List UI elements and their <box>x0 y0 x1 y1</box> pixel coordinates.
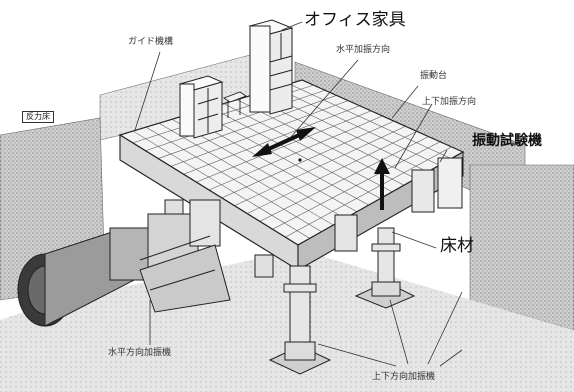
grid-line <box>247 131 418 214</box>
grid-line <box>234 126 406 206</box>
pit-floor <box>0 250 574 392</box>
leader-lines <box>134 21 463 367</box>
label-vertical-actuator: 上下方向加振機 <box>372 372 436 382</box>
vertical-actuator-center <box>268 265 332 375</box>
horizontal-actuator <box>17 199 231 327</box>
vertical-direction-arrow <box>374 158 390 210</box>
grid-line <box>221 120 395 199</box>
grid-line <box>275 87 440 166</box>
grid-line <box>285 146 452 238</box>
label-horizontal-actuator: 水平方向加振機 <box>108 348 172 358</box>
grid-line <box>208 115 383 191</box>
label-office-furniture: オフィス家具 <box>304 10 406 30</box>
horizontal-direction-arrow <box>252 127 316 162</box>
grid-line <box>223 103 393 193</box>
vertical-actuator-right <box>354 227 416 309</box>
label-floor-material: 床材 <box>440 236 474 256</box>
label-horizontal-direction: 水平加振方向 <box>336 45 391 55</box>
label-reaction-floor: 反力床 <box>22 111 54 123</box>
label-guide-mechanism: ガイド機構 <box>128 37 174 47</box>
grid-line <box>259 136 429 222</box>
furniture-stand <box>223 91 247 118</box>
side-guide-box-2 <box>437 157 463 209</box>
label-vibration-test-machine: 振動試験機 <box>472 133 542 149</box>
label-vertical-direction: 上下加振方向 <box>422 97 477 107</box>
grid-line <box>288 83 452 159</box>
side-guide-box-3 <box>334 214 358 252</box>
furniture-tall-cabinet <box>248 19 294 115</box>
label-shake-table: 振動台 <box>420 71 448 81</box>
side-guide-box-1 <box>411 169 435 213</box>
furniture-low-cabinet <box>178 75 224 139</box>
pit-right-wall <box>469 164 574 331</box>
grid-line <box>272 141 441 230</box>
